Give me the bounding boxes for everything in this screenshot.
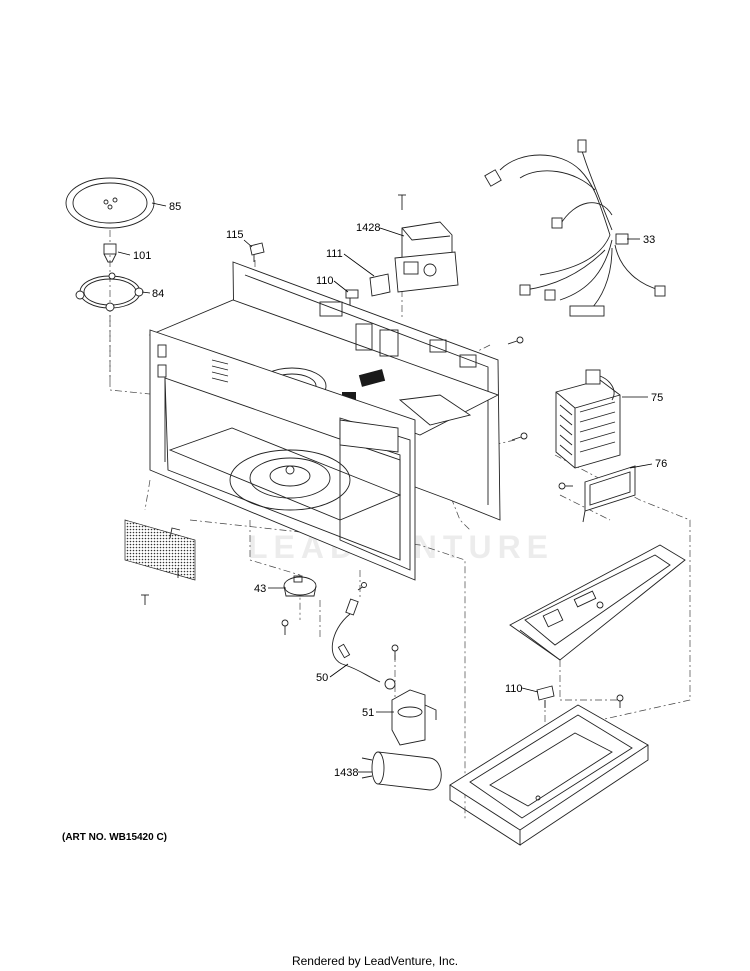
magnetron bbox=[394, 194, 459, 293]
callout-1428: 1428 bbox=[356, 222, 380, 234]
clip-part bbox=[249, 242, 265, 262]
bottom-cover-tray bbox=[449, 704, 649, 846]
capacitor bbox=[361, 751, 442, 791]
callout-labels: 85 101 84 115 111 110 1428 33 75 76 43 5… bbox=[133, 201, 667, 779]
oven-cavity-chassis bbox=[148, 261, 501, 581]
art-number: (ART NO. WB15420 C) bbox=[62, 832, 168, 843]
vent-grille bbox=[124, 519, 196, 605]
screws bbox=[281, 336, 624, 708]
switch-part bbox=[536, 685, 555, 708]
callout-51: 51 bbox=[362, 707, 374, 719]
callout-76: 76 bbox=[655, 458, 667, 470]
turntable-coupler bbox=[103, 243, 117, 263]
callout-43: 43 bbox=[254, 583, 266, 595]
fuse-wire bbox=[331, 598, 396, 690]
callout-111: 111 bbox=[326, 248, 343, 260]
callout-33: 33 bbox=[643, 234, 655, 246]
callout-50: 50 bbox=[316, 672, 328, 684]
callout-85: 85 bbox=[169, 201, 181, 213]
roller-ring bbox=[75, 272, 144, 312]
callout-84: 84 bbox=[152, 288, 164, 300]
callout-115: 115 bbox=[226, 229, 244, 241]
thermal-cutout bbox=[345, 273, 391, 306]
callout-110-top: 110 bbox=[316, 275, 334, 287]
callout-101: 101 bbox=[133, 250, 151, 262]
callout-75: 75 bbox=[651, 392, 663, 404]
transformer bbox=[555, 369, 621, 469]
base-plate bbox=[509, 544, 686, 661]
stirrer-motor bbox=[283, 575, 317, 597]
turntable-tray bbox=[65, 177, 155, 229]
capacitor-bracket bbox=[391, 689, 437, 746]
footer-credit: Rendered by LeadVenture, Inc. bbox=[291, 954, 459, 968]
callout-110-bottom: 110 bbox=[505, 683, 523, 695]
callout-leaders bbox=[117, 202, 653, 773]
wire-harness bbox=[484, 139, 666, 317]
callout-1438: 1438 bbox=[334, 767, 358, 779]
transformer-bracket bbox=[582, 465, 636, 523]
